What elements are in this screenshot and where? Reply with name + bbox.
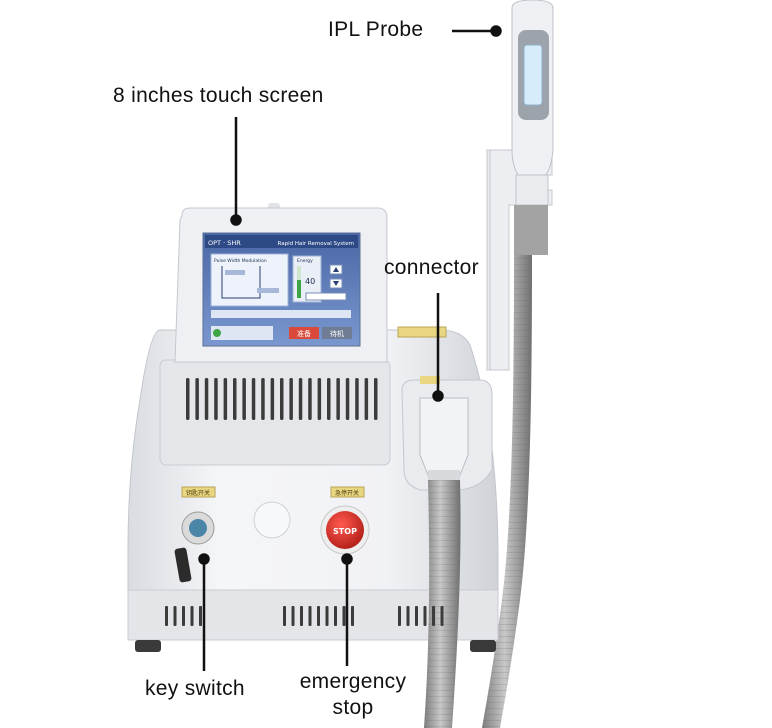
standby-button[interactable]: [322, 327, 352, 339]
vent-slot: [317, 378, 322, 420]
callout-connector: connector: [384, 256, 479, 279]
callout-lines: [198, 25, 502, 671]
screen-system-title: Rapid Hair Removal System: [278, 241, 354, 247]
vent-slot: [233, 378, 237, 420]
bottom-vent-slot: [291, 606, 295, 626]
connector-plug: [419, 397, 469, 484]
key-switch-plate: 钥匙开关: [186, 489, 210, 497]
callout-key-switch: key switch: [145, 677, 245, 700]
bottom-vent-slot: [300, 606, 303, 626]
vent-slot: [204, 378, 209, 420]
bottom-vent-slot: [351, 606, 354, 626]
bottom-vent-slot: [308, 606, 312, 626]
callout-touch-screen: 8 inches touch screen: [113, 84, 324, 107]
bottom-vent-slot: [190, 606, 194, 626]
bottom-vent-slot: [432, 606, 435, 626]
vent-slot: [355, 378, 359, 420]
vent-slots: [186, 378, 378, 420]
bottom-vent-slot: [199, 606, 202, 626]
vent-slot: [289, 378, 293, 420]
key-switch[interactable]: 钥匙开关: [174, 486, 216, 583]
vent-slot: [364, 378, 369, 420]
vent-slot: [327, 378, 331, 420]
bottom-vent-slot: [283, 606, 286, 626]
vent-slot: [223, 378, 228, 420]
bottom-vent-slot: [406, 606, 410, 626]
bottom-vent-slot: [398, 606, 401, 626]
ipl-probe: [511, 0, 554, 255]
vent-slot: [242, 378, 246, 420]
vent-slot: [214, 378, 218, 420]
vent-slot: [308, 378, 312, 420]
vent-slot: [298, 378, 303, 420]
bottom-vent-slot: [334, 606, 337, 626]
screen-panel-title: Pulse Width Modulation: [214, 258, 267, 264]
ready-button-label: 准备: [297, 329, 311, 338]
emergency-stop-plate: 急停开关: [335, 489, 359, 497]
vent-slot: [374, 378, 378, 420]
vent-slot: [195, 378, 199, 420]
bottom-vent-slot: [325, 606, 329, 626]
bottom-vent-slot: [173, 606, 177, 626]
standby-button-label: 待机: [330, 329, 344, 338]
touch-screen-display[interactable]: OPT · SHR Rapid Hair Removal System Puls…: [205, 235, 358, 340]
bottom-vent-slot: [317, 606, 320, 626]
bottom-vent-slot: [440, 606, 444, 626]
vent-slot: [261, 378, 265, 420]
bottom-vent-slot: [165, 606, 168, 626]
bottom-vent-slot: [342, 606, 346, 626]
stop-label: STOP: [333, 527, 357, 536]
vent-slot: [186, 378, 190, 420]
emergency-stop-button[interactable]: 急停开关 STOP: [320, 486, 370, 555]
bottom-vent-slots: [165, 606, 444, 626]
vent-slot: [336, 378, 340, 420]
vent-slot: [251, 378, 256, 420]
callout-ipl-probe: IPL Probe: [328, 18, 424, 41]
bottom-vent-slot: [423, 606, 427, 626]
bottom-vent-slot: [415, 606, 418, 626]
callout-emergency-line2: stop: [332, 696, 374, 719]
bottom-vent-slot: [182, 606, 185, 626]
ready-button[interactable]: [289, 327, 319, 339]
vent-slot: [280, 378, 284, 420]
vent-slot: [270, 378, 275, 420]
screen-energy-label: Energy: [297, 258, 313, 264]
screen-energy-value: 40: [305, 277, 315, 286]
callout-emergency-line1: emergency: [299, 670, 407, 693]
vent-slot: [345, 378, 350, 420]
screen-brand: OPT · SHR: [208, 239, 241, 247]
callout-emergency-stop: emergency stop: [288, 670, 418, 720]
